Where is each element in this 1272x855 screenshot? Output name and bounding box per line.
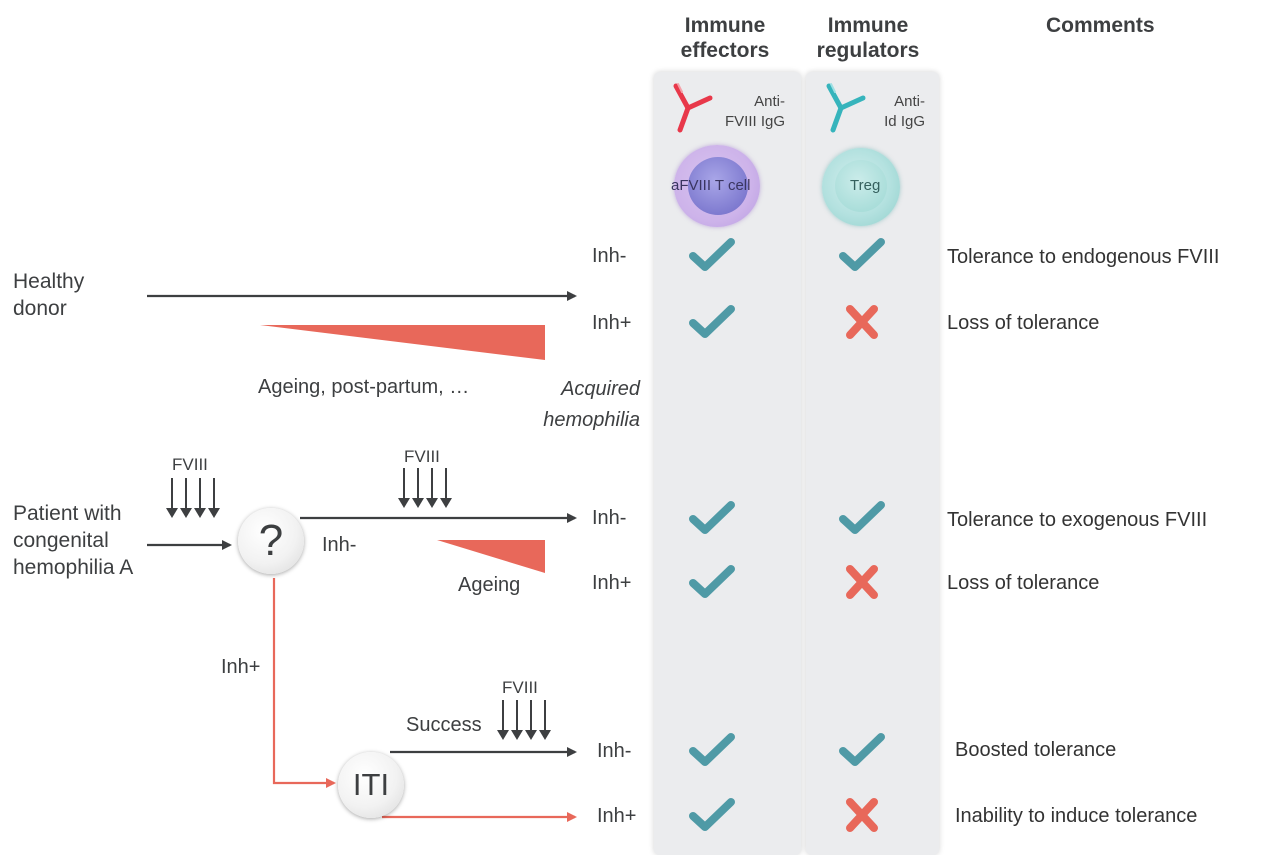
comment-row2: Loss of tolerance xyxy=(947,312,1100,334)
branch-inh-plus: Inh+ xyxy=(221,656,261,678)
healthy-donor-line1: Healthy xyxy=(13,270,85,293)
anti-fviii-line2: FVIII IgG xyxy=(724,113,785,130)
iti-inh-minus: Inh- xyxy=(597,740,632,762)
acquired-hemophilia-label: Acquired hemophilia xyxy=(520,374,640,436)
healthy-donor-wedge xyxy=(260,325,545,360)
success-label: Success xyxy=(406,714,482,736)
antibody-teal-icon xyxy=(826,83,866,133)
patient-inh-minus: Inh- xyxy=(592,507,627,529)
healthy-inh-minus: Inh- xyxy=(592,245,627,267)
t-cell-label: aFVIII T cell xyxy=(671,177,751,194)
header-effectors-text: Immune effectors xyxy=(680,14,770,62)
ageing-wedge xyxy=(437,540,545,573)
comment-row4: Loss of tolerance xyxy=(947,572,1100,594)
treg-label: Treg xyxy=(850,177,881,194)
fviii-doses-3-heads xyxy=(497,730,551,740)
acquired-line1: Acquired xyxy=(561,378,640,400)
healthy-donor-label: Healthy donor xyxy=(13,268,84,322)
fviii-doses-2 xyxy=(403,468,447,500)
check-icon xyxy=(839,733,885,766)
anti-id-line1: Anti- xyxy=(894,93,925,110)
patient-inh-plus: Inh+ xyxy=(592,572,632,594)
anti-id-igg-label: Anti- Id IgG xyxy=(843,92,925,132)
healthy-donor-line2: donor xyxy=(13,297,67,320)
header-regulators: Immune regulators xyxy=(793,13,943,63)
comment-row5: Boosted tolerance xyxy=(955,739,1117,761)
fviii-doses-1-heads xyxy=(166,508,220,518)
healthy-triggers: Ageing, post-partum, … xyxy=(258,376,470,398)
header-comments: Comments xyxy=(1046,14,1155,37)
check-icon xyxy=(689,565,735,598)
patient-line3: hemophilia A xyxy=(13,556,134,579)
question-mark: ? xyxy=(258,516,284,565)
cross-icon xyxy=(846,565,878,599)
fviii-doses-3 xyxy=(502,700,546,732)
comment-row3: Tolerance to exogenous FVIII xyxy=(947,509,1208,531)
anti-fviii-igg-label: Anti- FVIII IgG xyxy=(700,92,785,132)
acquired-line2: hemophilia xyxy=(543,409,640,431)
cross-icon xyxy=(846,798,878,832)
check-icon xyxy=(689,733,735,766)
fviii-label-1: FVIII xyxy=(172,455,208,474)
check-icon xyxy=(839,238,885,271)
patient-line1: Patient with xyxy=(13,502,122,525)
check-icon xyxy=(689,501,735,534)
iti-inh-plus: Inh+ xyxy=(597,805,637,827)
header-regulators-text: Immune regulators xyxy=(816,14,920,62)
anti-fviii-line1: Anti- xyxy=(754,93,785,110)
inh-plus-path xyxy=(272,578,336,788)
check-icon xyxy=(839,501,885,534)
anti-id-line2: Id IgG xyxy=(884,113,925,130)
patient-line2: congenital xyxy=(13,529,109,552)
check-icon xyxy=(689,798,735,831)
t-cell-nucleus-icon xyxy=(688,157,748,215)
comment-row6: Inability to induce tolerance xyxy=(955,805,1198,827)
fviii-doses-2-heads xyxy=(398,498,452,508)
comment-row1: Tolerance to endogenous FVIII xyxy=(947,246,1220,268)
fviii-doses-1 xyxy=(171,478,215,510)
check-icon xyxy=(689,238,735,271)
branch-inh-minus: Inh- xyxy=(322,534,357,556)
antibody-red-icon xyxy=(673,83,713,133)
fviii-label-3: FVIII xyxy=(502,678,538,697)
header-effectors: Immune effectors xyxy=(650,13,800,63)
patient-label: Patient with congenital hemophilia A xyxy=(13,500,133,581)
ageing-label: Ageing xyxy=(458,574,521,596)
question-node: ? xyxy=(238,508,304,574)
iti-node: ITI xyxy=(338,752,404,818)
check-icon xyxy=(689,305,735,338)
cross-icon xyxy=(846,305,878,339)
treg-nucleus-icon xyxy=(835,160,887,212)
healthy-inh-plus: Inh+ xyxy=(592,312,632,334)
iti-label: ITI xyxy=(352,767,390,802)
fviii-label-2: FVIII xyxy=(404,447,440,466)
